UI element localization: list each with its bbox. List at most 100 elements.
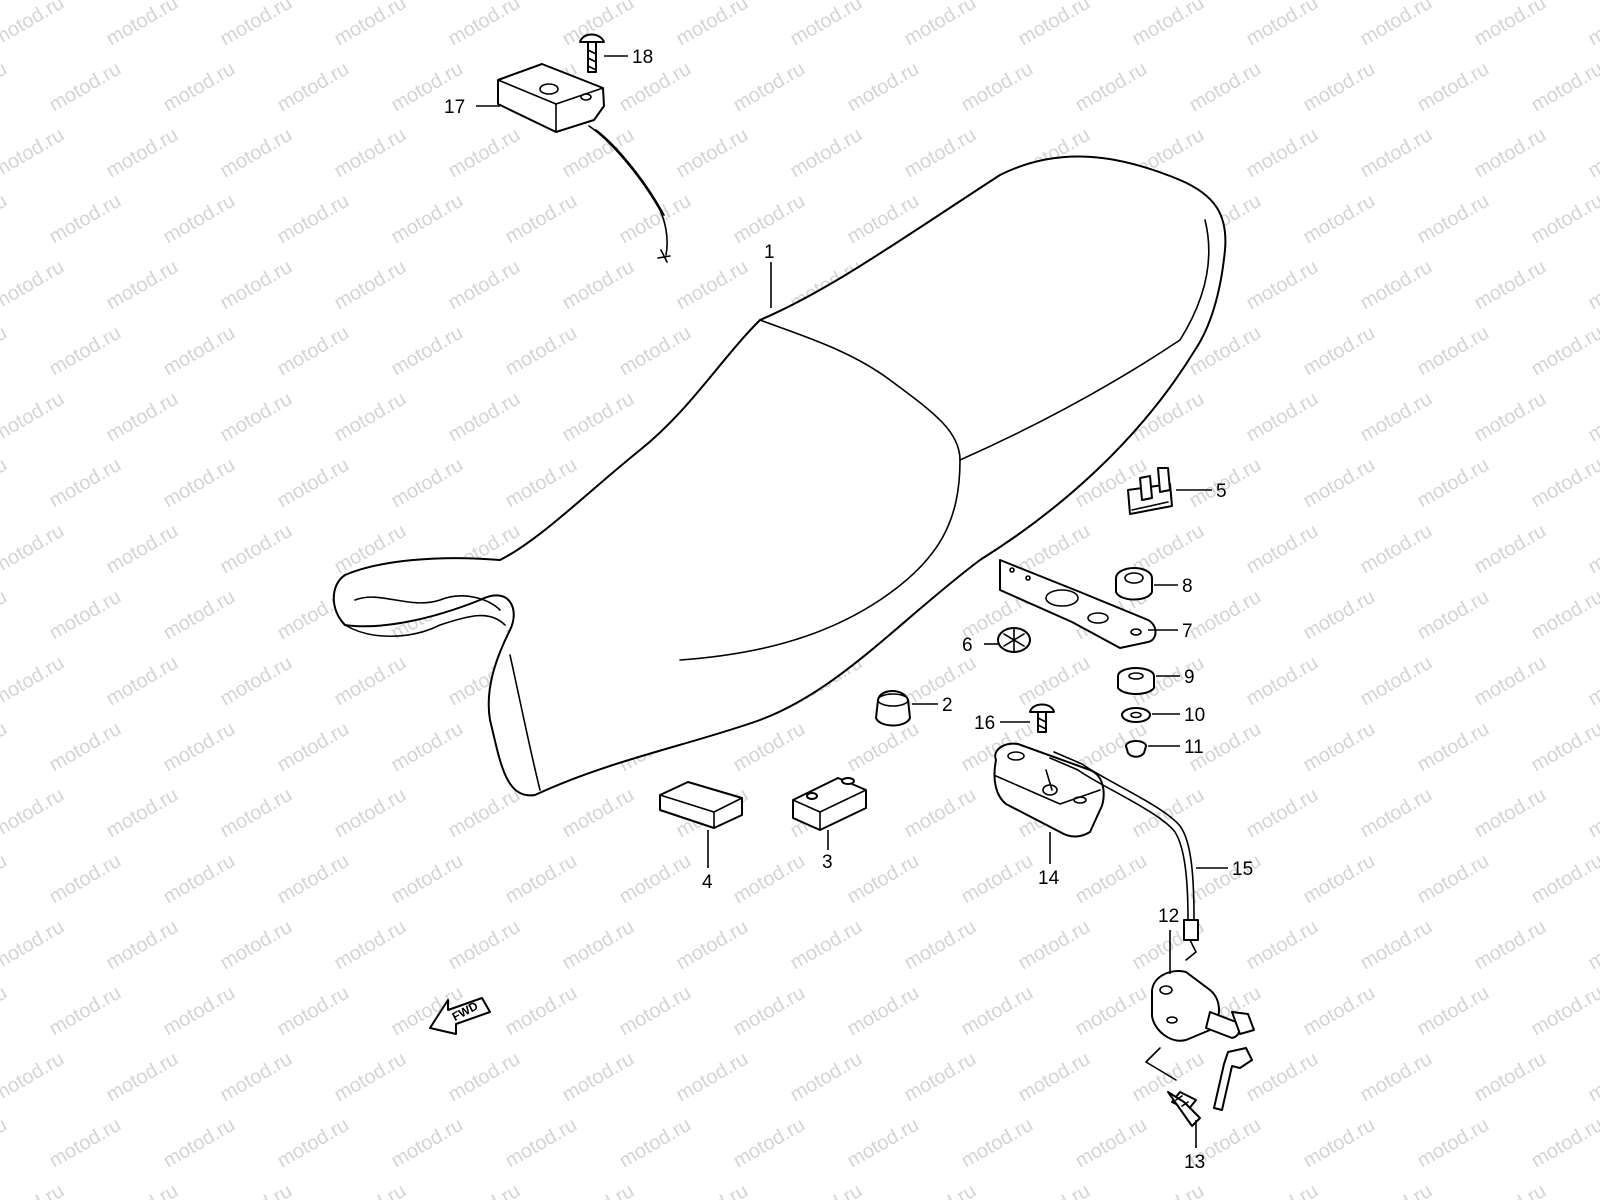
watermark-text: motod.ru: [445, 256, 524, 315]
watermark-text: motod.ru: [0, 190, 11, 249]
watermark-text: motod.ru: [1243, 1180, 1322, 1200]
watermark-text: motod.ru: [502, 190, 581, 249]
watermark-text: motod.ru: [46, 1114, 125, 1173]
watermark-text: motod.ru: [958, 850, 1037, 909]
watermark-text: motod.ru: [1471, 124, 1550, 183]
callout-16: 16: [974, 713, 995, 734]
cushion-drawing: [875, 690, 911, 727]
watermark-text: motod.ru: [388, 454, 467, 513]
watermark-text: motod.ru: [1528, 586, 1600, 645]
watermark-text: motod.ru: [217, 388, 296, 447]
watermark-text: motod.ru: [1471, 520, 1550, 579]
screw-drawing: [1029, 703, 1055, 733]
watermark-text: motod.ru: [559, 916, 638, 975]
watermark-text: motod.ru: [1414, 586, 1493, 645]
watermark-text: motod.ru: [1414, 1114, 1493, 1173]
watermark-text: motod.ru: [1015, 1180, 1094, 1200]
watermark-text: motod.ru: [274, 718, 353, 777]
watermark-text: motod.ru: [1129, 1180, 1208, 1200]
callout-9: 9: [1184, 667, 1195, 688]
watermark-text: motod.ru: [1300, 454, 1379, 513]
callout-18: 18: [632, 47, 653, 68]
watermark-text: motod.ru: [0, 718, 11, 777]
watermark-text: motod.ru: [1414, 322, 1493, 381]
watermark-text: motod.ru: [160, 982, 239, 1041]
forward-arrow: FWD: [429, 997, 491, 1035]
watermark-text: motod.ru: [730, 190, 809, 249]
watermark-text: motod.ru: [46, 190, 125, 249]
clip-drawing: [1127, 467, 1173, 515]
watermark-text: motod.ru: [1357, 388, 1436, 447]
watermark-text: motod.ru: [1471, 388, 1550, 447]
watermark-text: motod.ru: [1072, 850, 1151, 909]
watermark-text: motod.ru: [616, 1114, 695, 1173]
watermark-text: motod.ru: [844, 982, 923, 1041]
watermark-text: motod.ru: [0, 1048, 68, 1107]
watermark-text: motod.ru: [103, 784, 182, 843]
watermark-text: motod.ru: [1186, 58, 1265, 117]
watermark-text: motod.ru: [730, 850, 809, 909]
watermark-text: motod.ru: [1243, 916, 1322, 975]
nut-drawing: [1125, 740, 1147, 758]
watermark-text: motod.ru: [445, 784, 524, 843]
watermark-text: motod.ru: [1585, 1180, 1600, 1200]
callout-12: 12: [1158, 906, 1179, 927]
watermark-text: motod.ru: [46, 454, 125, 513]
watermark-text: motod.ru: [274, 454, 353, 513]
watermark-text: motod.ru: [1357, 1180, 1436, 1200]
watermark-text: motod.ru: [103, 388, 182, 447]
callout-14: 14: [1038, 868, 1060, 889]
watermark-text: motod.ru: [901, 124, 980, 183]
watermark-text: motod.ru: [1072, 1114, 1151, 1173]
watermark-text: motod.ru: [730, 982, 809, 1041]
cushion-b-drawing: [792, 777, 867, 831]
watermark-text: motod.ru: [787, 1048, 866, 1107]
watermark-text: motod.ru: [1243, 652, 1322, 711]
watermark-text: motod.ru: [274, 322, 353, 381]
callout-4: 4: [702, 872, 713, 893]
watermark-text: motod.ru: [388, 718, 467, 777]
lock-cable-drawing: [1049, 751, 1199, 961]
watermark-text: motod.ru: [46, 982, 125, 1041]
watermark-text: motod.ru: [331, 124, 410, 183]
watermark-text: motod.ru: [1471, 1048, 1550, 1107]
watermark-text: motod.ru: [0, 916, 68, 975]
watermark-text: motod.ru: [1243, 388, 1322, 447]
watermark-text: motod.ru: [1300, 190, 1379, 249]
cable-holder-drawing: [497, 63, 671, 263]
watermark-text: motod.ru: [1414, 718, 1493, 777]
watermark-text: motod.ru: [616, 850, 695, 909]
watermark-text: motod.ru: [1471, 784, 1550, 843]
cap-drawing: [1115, 567, 1153, 601]
watermark-text: motod.ru: [1414, 58, 1493, 117]
watermark-text: motod.ru: [901, 916, 980, 975]
callout-15: 15: [1232, 859, 1253, 880]
watermark-text: motod.ru: [331, 0, 410, 50]
pad-drawing: [659, 781, 743, 829]
watermark-text: motod.ru: [0, 652, 68, 711]
watermark-text: motod.ru: [331, 388, 410, 447]
leader-lines: [476, 55, 1228, 1148]
watermark-text: motod.ru: [217, 256, 296, 315]
watermark-text: motod.ru: [1414, 454, 1493, 513]
lock-screw-drawing: [1145, 1047, 1201, 1127]
watermark-text: motod.ru: [1585, 256, 1600, 315]
watermark-text: motod.ru: [217, 916, 296, 975]
watermark-text: motod.ru: [1528, 982, 1600, 1041]
watermark-text: motod.ru: [502, 850, 581, 909]
watermark-text: motod.ru: [331, 652, 410, 711]
watermark-text: motod.ru: [160, 850, 239, 909]
watermark-text: motod.ru: [331, 1048, 410, 1107]
watermark-text: motod.ru: [1528, 190, 1600, 249]
watermark-text: motod.ru: [1129, 0, 1208, 50]
watermark-text: motod.ru: [445, 1180, 524, 1200]
watermark-text: motod.ru: [844, 58, 923, 117]
watermark-text: motod.ru: [331, 784, 410, 843]
watermark-text: motod.ru: [1528, 1114, 1600, 1173]
watermark-text: motod.ru: [730, 1114, 809, 1173]
watermark-text: motod.ru: [1528, 454, 1600, 513]
watermark-text: motod.ru: [445, 124, 524, 183]
watermark-text: motod.ru: [1186, 586, 1265, 645]
watermark-text: motod.ru: [1471, 1180, 1550, 1200]
watermark-text: motod.ru: [1471, 256, 1550, 315]
